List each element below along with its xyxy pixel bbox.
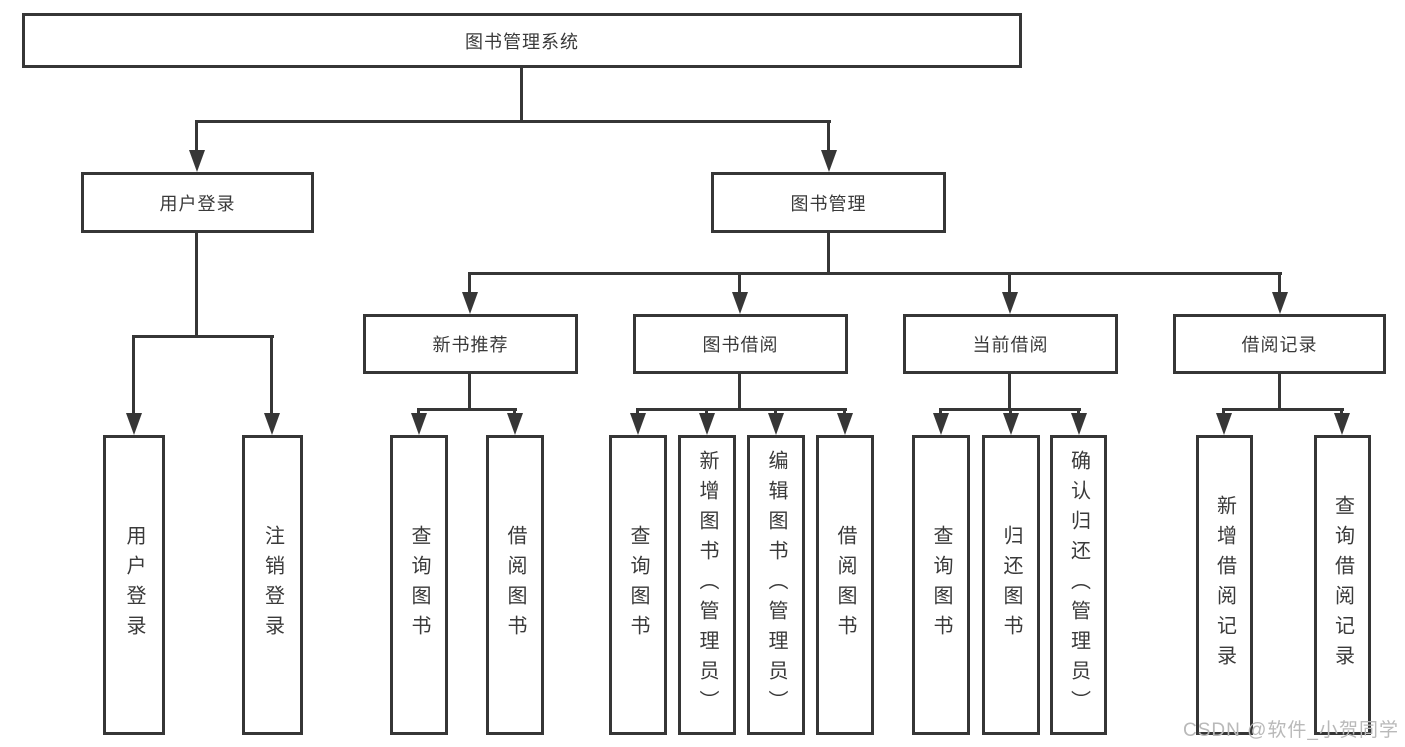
arrow-down-icon bbox=[126, 413, 142, 435]
node-label: 新增借阅记录 bbox=[1213, 495, 1236, 675]
arrow-down-icon bbox=[630, 413, 646, 435]
node-borrow-records: 借阅记录 bbox=[1173, 314, 1386, 374]
connector-line bbox=[468, 374, 471, 408]
connector-line bbox=[195, 120, 831, 123]
node-root: 图书管理系统 bbox=[22, 13, 1022, 68]
connector-line bbox=[827, 120, 830, 152]
node-label: 确认归还（管理员） bbox=[1067, 450, 1090, 720]
watermark: CSDN @软件_小贺同学 bbox=[1183, 720, 1399, 741]
arrow-down-icon bbox=[837, 413, 853, 435]
connector-line bbox=[1222, 408, 1344, 411]
node-label: 注销登录 bbox=[261, 525, 284, 645]
connector-line bbox=[1278, 272, 1281, 294]
leaf-confirm-return-admin: 确认归还（管理员） bbox=[1050, 435, 1107, 735]
leaf-query-books-2: 查询图书 bbox=[609, 435, 667, 735]
node-label: 查询图书 bbox=[408, 525, 430, 645]
connector-line bbox=[195, 120, 198, 152]
node-label: 新增图书（管理员） bbox=[696, 450, 718, 720]
leaf-borrow-books-1: 借阅图书 bbox=[486, 435, 544, 735]
leaf-logout: 注销登录 bbox=[242, 435, 303, 735]
leaf-user-login: 用户登录 bbox=[103, 435, 165, 735]
node-label: 查询借阅记录 bbox=[1331, 495, 1354, 675]
node-label: 查询图书 bbox=[627, 525, 649, 645]
arrow-down-icon bbox=[1272, 292, 1288, 314]
arrow-down-icon bbox=[768, 413, 784, 435]
connector-line bbox=[520, 68, 523, 120]
connector-line bbox=[636, 408, 847, 411]
node-label: 借阅记录 bbox=[1241, 335, 1318, 355]
node-new-book-recommend: 新书推荐 bbox=[363, 314, 578, 374]
connector-line bbox=[132, 335, 135, 415]
arrow-down-icon bbox=[1071, 413, 1087, 435]
arrow-down-icon bbox=[821, 150, 837, 172]
arrow-down-icon bbox=[507, 413, 523, 435]
arrow-down-icon bbox=[189, 150, 205, 172]
arrow-down-icon bbox=[1003, 413, 1019, 435]
connector-line bbox=[738, 272, 741, 294]
arrow-down-icon bbox=[462, 292, 478, 314]
node-label: 借阅图书 bbox=[834, 525, 856, 645]
arrow-down-icon bbox=[1216, 413, 1232, 435]
node-user-login: 用户登录 bbox=[81, 172, 314, 233]
node-book-management: 图书管理 bbox=[711, 172, 946, 233]
node-label: 查询图书 bbox=[930, 525, 952, 645]
node-label: 新书推荐 bbox=[432, 335, 509, 355]
leaf-return-books: 归还图书 bbox=[982, 435, 1040, 735]
node-label: 编辑图书（管理员） bbox=[765, 450, 787, 720]
arrow-down-icon bbox=[933, 413, 949, 435]
leaf-query-books-3: 查询图书 bbox=[912, 435, 970, 735]
arrow-down-icon bbox=[411, 413, 427, 435]
leaf-add-books-admin: 新增图书（管理员） bbox=[678, 435, 736, 735]
connector-line bbox=[1008, 272, 1011, 294]
node-label: 借阅图书 bbox=[504, 525, 526, 645]
leaf-query-borrow-record: 查询借阅记录 bbox=[1314, 435, 1371, 735]
connector-line bbox=[1008, 374, 1011, 408]
node-label: 图书借阅 bbox=[702, 335, 779, 355]
connector-line bbox=[468, 272, 1282, 275]
connector-line bbox=[417, 408, 517, 411]
connector-line bbox=[132, 335, 274, 338]
arrow-down-icon bbox=[1002, 292, 1018, 314]
leaf-borrow-books-2: 借阅图书 bbox=[816, 435, 874, 735]
leaf-query-books-1: 查询图书 bbox=[390, 435, 448, 735]
connector-line bbox=[738, 374, 741, 408]
node-book-borrow: 图书借阅 bbox=[633, 314, 848, 374]
connector-line bbox=[1278, 374, 1281, 408]
node-label: 图书管理系统 bbox=[465, 31, 579, 52]
connector-line bbox=[827, 233, 830, 272]
connector-line bbox=[270, 335, 273, 415]
node-label: 图书管理 bbox=[790, 193, 867, 214]
leaf-edit-books-admin: 编辑图书（管理员） bbox=[747, 435, 805, 735]
node-label: 当前借阅 bbox=[972, 335, 1049, 355]
arrow-down-icon bbox=[699, 413, 715, 435]
leaf-add-borrow-record: 新增借阅记录 bbox=[1196, 435, 1253, 735]
arrow-down-icon bbox=[1334, 413, 1350, 435]
node-label: 归还图书 bbox=[1000, 525, 1022, 645]
node-current-borrow: 当前借阅 bbox=[903, 314, 1118, 374]
node-label: 用户登录 bbox=[123, 525, 145, 645]
node-label: 用户登录 bbox=[159, 193, 236, 214]
connector-line bbox=[195, 233, 198, 335]
arrow-down-icon bbox=[264, 413, 280, 435]
arrow-down-icon bbox=[732, 292, 748, 314]
connector-line bbox=[468, 272, 471, 294]
